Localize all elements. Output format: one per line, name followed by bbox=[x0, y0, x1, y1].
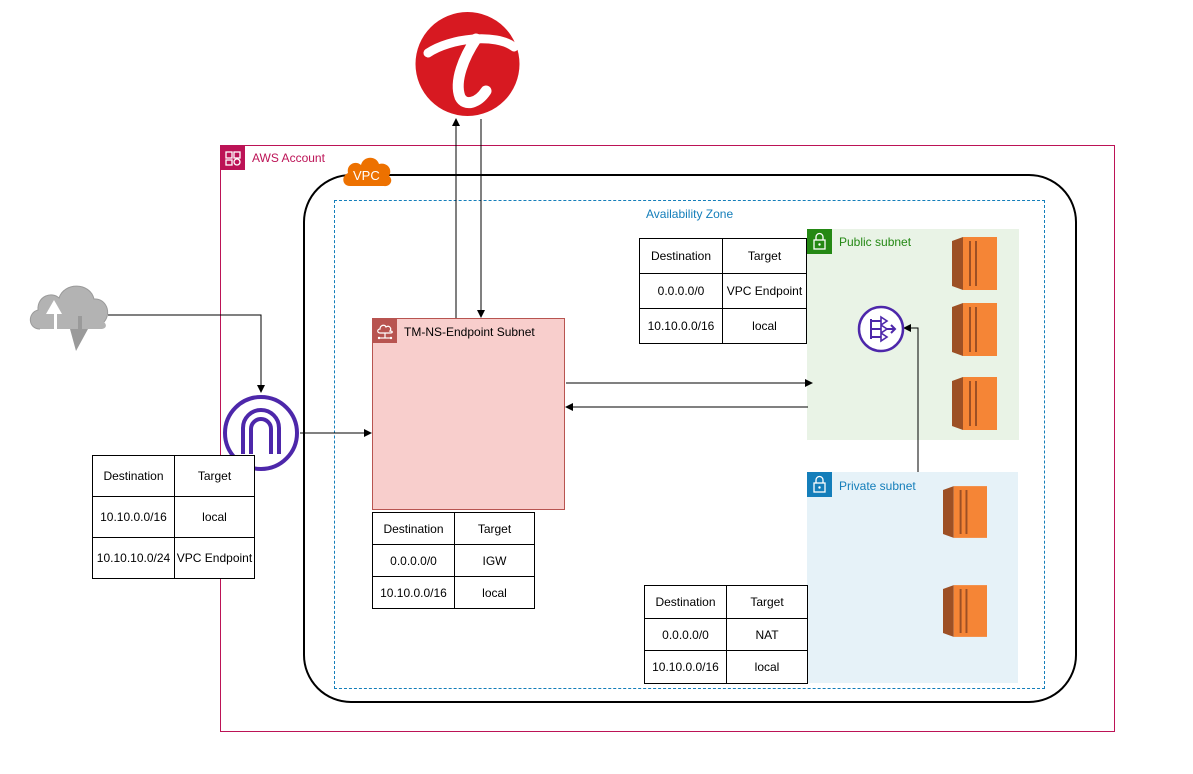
availability-zone-label: Availability Zone bbox=[646, 207, 734, 221]
table-cell: 10.10.10.0/24 bbox=[92, 537, 175, 579]
vpc-badge-label: VPC bbox=[353, 168, 380, 183]
table-cell: local bbox=[454, 576, 535, 609]
vpc-badge: VPC bbox=[340, 152, 394, 190]
internet-gateway-icon bbox=[222, 394, 300, 472]
nat-gateway-icon bbox=[857, 305, 905, 353]
table-cell: 10.10.0.0/16 bbox=[639, 308, 723, 344]
table-header: Target bbox=[174, 455, 255, 497]
public-subnet-label: Public subnet bbox=[839, 235, 912, 249]
table-cell: 0.0.0.0/0 bbox=[644, 618, 727, 651]
table-cell: VPC Endpoint bbox=[722, 273, 807, 309]
private-route-table: Destination Target 0.0.0.0/0 NAT 10.10.0… bbox=[644, 585, 808, 684]
table-cell: local bbox=[722, 308, 807, 344]
lock-icon bbox=[807, 472, 832, 497]
table-cell: VPC Endpoint bbox=[174, 537, 255, 579]
lock-icon bbox=[807, 229, 832, 254]
table-cell: NAT bbox=[726, 618, 808, 651]
table-cell: 10.10.0.0/16 bbox=[92, 496, 175, 538]
aws-account-icon bbox=[221, 146, 245, 170]
table-header: Destination bbox=[372, 512, 455, 545]
ec2-instance-icon bbox=[952, 303, 997, 356]
endpoint-subnet bbox=[372, 318, 565, 510]
aws-account-label: AWS Account bbox=[252, 151, 325, 165]
endpoint-subnet-label: TM-NS-Endpoint Subnet bbox=[404, 325, 535, 339]
subnet-cloud-icon bbox=[373, 319, 397, 343]
aws-account-group bbox=[220, 145, 1115, 732]
private-subnet-label: Private subnet bbox=[839, 479, 916, 493]
internet-cloud-icon bbox=[26, 276, 110, 356]
endpoint-route-table: Destination Target 0.0.0.0/0 IGW 10.10.0… bbox=[372, 512, 535, 609]
table-header: Target bbox=[726, 585, 808, 619]
table-cell: local bbox=[726, 650, 808, 684]
table-cell: 0.0.0.0/0 bbox=[372, 544, 455, 577]
ec2-instance-icon bbox=[952, 377, 997, 430]
trend-micro-logo bbox=[414, 11, 521, 117]
public-route-table: Destination Target 0.0.0.0/0 VPC Endpoin… bbox=[639, 238, 807, 344]
table-header: Destination bbox=[92, 455, 175, 497]
igw-route-table: Destination Target 10.10.0.0/16 local 10… bbox=[92, 455, 255, 579]
table-header: Destination bbox=[639, 238, 723, 274]
vpc-container bbox=[303, 174, 1077, 703]
table-header: Destination bbox=[644, 585, 727, 619]
table-cell: local bbox=[174, 496, 255, 538]
table-cell: 10.10.0.0/16 bbox=[644, 650, 727, 684]
table-header: Target bbox=[722, 238, 807, 274]
table-header: Target bbox=[454, 512, 535, 545]
ec2-instance-icon bbox=[943, 585, 987, 637]
table-cell: IGW bbox=[454, 544, 535, 577]
ec2-instance-icon bbox=[952, 237, 997, 290]
table-cell: 0.0.0.0/0 bbox=[639, 273, 723, 309]
availability-zone bbox=[334, 200, 1045, 689]
table-cell: 10.10.0.0/16 bbox=[372, 576, 455, 609]
ec2-instance-icon bbox=[943, 486, 987, 538]
